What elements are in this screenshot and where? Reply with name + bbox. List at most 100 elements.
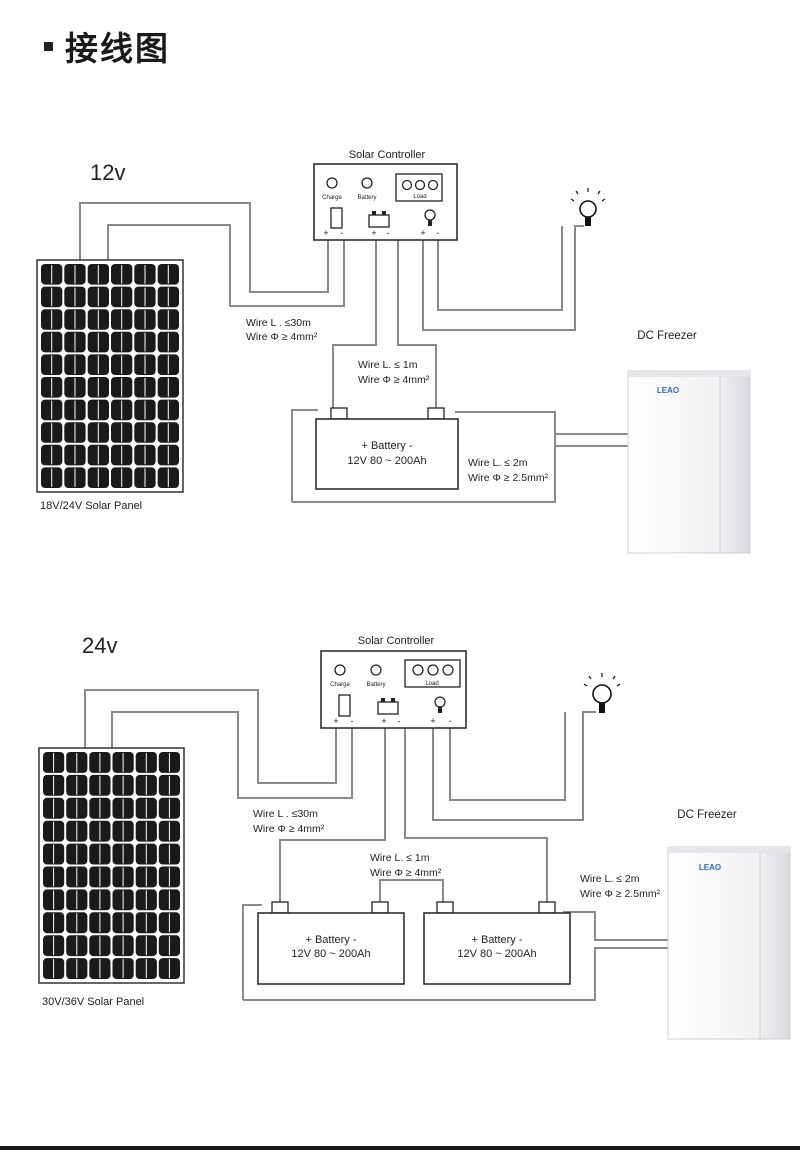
charge-label: Charge (322, 195, 342, 201)
minus-sign: - (341, 228, 344, 238)
minus-sign: - (437, 228, 440, 238)
plus-sign: + (420, 228, 425, 238)
load-label: Load (413, 194, 426, 200)
battery-polarity-label: + Battery - (471, 934, 522, 946)
solar-panel: 18V/24V Solar Panel (36, 259, 184, 512)
solar-controller: Solar Controller Charge Battery Load + - (320, 635, 467, 729)
wire-spec-panel-length: Wire L . ≤30m (246, 317, 311, 329)
freezer-return-wire (455, 411, 628, 447)
panel-label: 18V/24V Solar Panel (40, 500, 142, 512)
bulb-symbol-icon (424, 209, 436, 226)
freezer-label: DC Freezer (637, 330, 697, 342)
wire-spec-freezer-length: Wire L. ≤ 2m (580, 873, 640, 885)
load-positive-wire (432, 711, 596, 821)
battery-spec-label: 12V 80 ~ 200Ah (291, 948, 370, 960)
minus-sign: - (398, 716, 401, 726)
load-terminal-icon (442, 664, 454, 676)
plus-sign: + (323, 228, 328, 238)
page-title: 接线图 (44, 22, 170, 70)
freezer-logo: LEAO (699, 863, 721, 872)
diagram-24v: 24v Solar Controller Charge Battery Load (38, 633, 791, 1040)
battery-spec-label: 12V 80 ~ 200Ah (457, 948, 536, 960)
battery-negative-terminal (371, 901, 389, 914)
load-negative-wire (437, 226, 563, 311)
controller-title: Solar Controller (349, 149, 426, 161)
load-terminal-icon (427, 664, 439, 676)
wire-spec-freezer-gauge: Wire Φ ≥ 2.5mm² (468, 472, 549, 484)
battery-box: + Battery - 12V 80 ~ 200Ah (257, 901, 405, 985)
wire-spec-battery-length: Wire L. ≤ 1m (358, 359, 418, 371)
load-terminal-icon (414, 179, 426, 191)
wire-spec-battery-length: Wire L. ≤ 1m (370, 852, 430, 864)
battery-negative-terminal (538, 901, 556, 914)
battery-positive-wire (279, 726, 386, 902)
freezer-logo: LEAO (657, 386, 679, 395)
freezer-return-wire (563, 911, 668, 941)
battery-symbol-icon (368, 211, 390, 228)
battery-symbol-icon (377, 698, 399, 715)
diagram-12v: 12v Solar Controller Charge Battery L (36, 149, 751, 554)
voltage-label: 24v (82, 633, 117, 658)
load-label: Load (425, 681, 438, 687)
freezer-positive-wire (242, 904, 262, 1000)
battery-label: Battery (357, 195, 376, 201)
wire-spec-battery-gauge: Wire Φ ≥ 4mm² (358, 374, 430, 386)
battery-polarity-label: + Battery - (305, 934, 356, 946)
battery-negative-wire (397, 238, 437, 408)
wire-spec-panel-length: Wire L . ≤30m (253, 808, 318, 820)
wire-spec-freezer-length: Wire L. ≤ 2m (468, 457, 528, 469)
load-positive-wire (422, 225, 584, 331)
solar-controller: Solar Controller Charge Battery Load + - (313, 149, 458, 241)
plus-sign: + (430, 716, 435, 726)
battery-led-icon (361, 177, 373, 189)
load-negative-wire (449, 712, 566, 801)
load-terminal-icon (427, 179, 439, 191)
panel-negative-wire (107, 224, 345, 307)
minus-sign: - (387, 228, 390, 238)
wires (79, 202, 628, 503)
wire-spec-panel-gauge: Wire Φ ≥ 4mm² (246, 331, 318, 343)
wire-spec-freezer-gauge: Wire Φ ≥ 2.5mm² (580, 888, 661, 900)
bottom-divider (0, 1146, 800, 1150)
charge-led-icon (334, 664, 346, 676)
battery-box: + Battery - 12V 80 ~ 200Ah (315, 407, 459, 490)
panel-positive-wire (84, 689, 337, 784)
panel-cells (41, 264, 179, 488)
wire-spec-battery-gauge: Wire Φ ≥ 4mm² (370, 867, 442, 879)
freezer-label: DC Freezer (677, 809, 737, 821)
minus-sign: - (351, 716, 354, 726)
dc-freezer: DC Freezer LEAO (627, 330, 751, 554)
panel-label: 30V/36V Solar Panel (42, 996, 144, 1008)
battery-negative-wire (404, 726, 548, 902)
light-bulb-icon (570, 188, 606, 226)
load-terminal-icon (412, 664, 424, 676)
battery-spec-label: 12V 80 ~ 200Ah (347, 455, 426, 467)
freezer-positive-wire (291, 409, 318, 502)
panel-negative-wire (111, 711, 353, 799)
voltage-label: 12v (90, 160, 125, 185)
solar-input-icon (338, 694, 351, 717)
freezer-negative-wire (292, 433, 628, 503)
panel-cells (43, 752, 180, 979)
panel-positive-wire (79, 202, 329, 293)
bulb-symbol-icon (434, 696, 446, 713)
page-title-text: 接线图 (65, 29, 170, 68)
wire-spec-panel-gauge: Wire Φ ≥ 4mm² (253, 823, 325, 835)
controller-title: Solar Controller (358, 635, 435, 647)
wires (84, 689, 668, 1001)
title-bullet (44, 41, 53, 51)
charge-label: Charge (330, 682, 350, 688)
battery-positive-terminal (271, 901, 289, 914)
plus-sign: + (381, 716, 386, 726)
charge-led-icon (326, 177, 338, 189)
solar-panel: 30V/36V Solar Panel (38, 747, 185, 1008)
plus-sign: + (333, 716, 338, 726)
solar-input-icon (330, 207, 343, 229)
battery-led-icon (370, 664, 382, 676)
battery-label: Battery (366, 682, 385, 688)
battery-positive-terminal (330, 407, 348, 420)
battery-polarity-label: + Battery - (361, 440, 412, 452)
minus-sign: - (449, 716, 452, 726)
dc-freezer: DC Freezer LEAO (667, 809, 791, 1040)
